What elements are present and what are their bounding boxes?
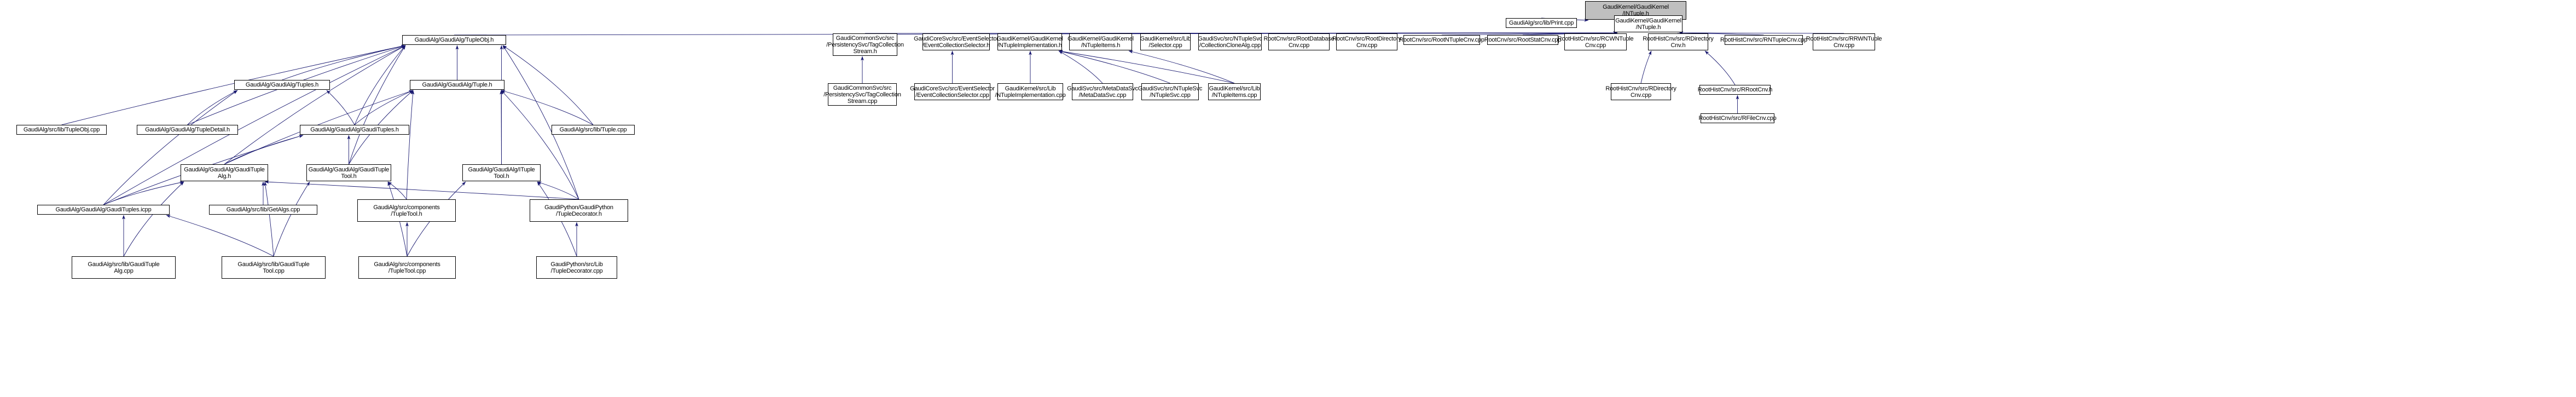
graph-node[interactable]: GaudiCoreSvc/src/EventSelector /EventCol… bbox=[914, 33, 999, 50]
graph-node[interactable]: GaudiAlg/src/components /TupleTool.cpp bbox=[358, 256, 456, 279]
graph-node[interactable]: GaudiAlg/GaudiAlg/GaudiTuples.h bbox=[300, 125, 409, 135]
graph-edge bbox=[1640, 50, 1652, 84]
graph-edge bbox=[354, 90, 414, 125]
graph-edge bbox=[326, 90, 355, 125]
graph-node[interactable]: GaudiAlg/src/lib/GaudiTuple Alg.cpp bbox=[72, 256, 176, 279]
graph-node[interactable]: GaudiCommonSvc/src /PersistencySvc/TagCo… bbox=[823, 83, 901, 106]
graph-node[interactable]: GaudiAlg/GaudiAlg/TupleObj.h bbox=[402, 35, 506, 45]
graph-edge bbox=[103, 181, 184, 205]
graph-edge bbox=[264, 181, 274, 257]
graph-node[interactable]: GaudiPython/src/Lib /TupleDecorator.cpp bbox=[536, 256, 617, 279]
graph-edge bbox=[187, 90, 238, 125]
graph-node[interactable]: GaudiSvc/src/NTupleSvc /NTupleSvc.cpp bbox=[1138, 83, 1202, 100]
graph-edge bbox=[1704, 50, 1736, 85]
graph-node[interactable]: RootHistCnv/src/RNTupleCnv.cpp bbox=[1720, 35, 1807, 45]
graph-edge bbox=[537, 181, 579, 200]
graph-edge bbox=[224, 135, 304, 165]
graph-node[interactable]: GaudiAlg/src/lib/Tuple.cpp bbox=[552, 125, 635, 135]
graph-edge bbox=[349, 45, 406, 165]
graph-node[interactable]: RootHistCnv/src/RDirectory Cnv.cpp bbox=[1605, 83, 1676, 100]
graph-edge bbox=[1058, 50, 1170, 84]
graph-edge bbox=[387, 181, 407, 200]
graph-node[interactable]: GaudiAlg/GaudiAlg/GaudiTuple Alg.h bbox=[181, 164, 268, 181]
graph-node[interactable]: GaudiKernel/GaudiKernel /NTupleImplement… bbox=[997, 33, 1063, 50]
graph-node[interactable]: RootHistCnv/src/RRWNTuple Cnv.cpp bbox=[1806, 33, 1882, 50]
graph-node[interactable]: RootCnv/src/RootStatCnv.cpp bbox=[1484, 35, 1561, 45]
graph-node[interactable]: GaudiKernel/src/Lib /NTupleItems.cpp bbox=[1208, 83, 1261, 100]
graph-node[interactable]: GaudiAlg/src/lib/TupleObj.cpp bbox=[16, 125, 107, 135]
graph-node[interactable]: GaudiCommonSvc/src /PersistencySvc/TagCo… bbox=[826, 33, 904, 56]
graph-node[interactable]: RootHistCnv/src/RCWNTuple Cnv.cpp bbox=[1558, 33, 1634, 50]
graph-node[interactable]: GaudiAlg/src/lib/GetAlgs.cpp bbox=[209, 205, 317, 215]
graph-node[interactable]: GaudiKernel/GaudiKernel /NTupleItems.h bbox=[1067, 33, 1134, 50]
graph-edge bbox=[501, 90, 594, 125]
graph-edge bbox=[264, 180, 579, 200]
graph-edge bbox=[501, 90, 579, 200]
graph-node[interactable]: RootHistCnv/src/RDirectory Cnv.h bbox=[1643, 33, 1714, 50]
graph-node[interactable]: GaudiSvc/src/NTupleSvc /CollectionCloneA… bbox=[1198, 33, 1262, 50]
graph-node[interactable]: GaudiAlg/GaudiAlg/Tuple.h bbox=[410, 80, 504, 90]
graph-node[interactable]: GaudiAlg/src/components /TupleTool.h bbox=[357, 199, 456, 222]
graph-node[interactable]: GaudiCoreSvc/src/EventSelector /EventCol… bbox=[910, 83, 995, 100]
graph-edge bbox=[1128, 50, 1235, 84]
graph-node[interactable]: RootCnv/src/RootDirectory Cnv.cpp bbox=[1332, 33, 1401, 50]
graph-edge bbox=[406, 90, 415, 200]
graph-node[interactable]: GaudiKernel/src/Lib /Selector.cpp bbox=[1140, 33, 1191, 50]
graph-node[interactable]: GaudiAlg/src/lib/GaudiTuple Tool.cpp bbox=[222, 256, 326, 279]
graph-node[interactable]: GaudiKernel/src/Lib /NTupleImplementatio… bbox=[995, 83, 1066, 100]
graph-node[interactable]: GaudiSvc/src/MetaDataSvc /MetaDataSvc.cp… bbox=[1067, 83, 1138, 100]
graph-edge bbox=[224, 45, 406, 165]
graph-edge bbox=[1058, 50, 1235, 84]
graph-node[interactable]: RootCnv/src/RootDatabase Cnv.cpp bbox=[1263, 33, 1335, 50]
graph-edge bbox=[282, 44, 406, 80]
graph-node[interactable]: GaudiAlg/src/lib/Print.cpp bbox=[1506, 18, 1577, 28]
graph-node[interactable]: GaudiAlg/GaudiAlg/Tuples.h bbox=[234, 80, 330, 90]
graph-edge bbox=[123, 181, 184, 257]
graph-edge bbox=[166, 215, 274, 257]
graph-edge bbox=[500, 90, 503, 165]
graph-node[interactable]: GaudiAlg/GaudiAlg/TupleDetail.h bbox=[137, 125, 238, 135]
graph-node[interactable]: RootHistCnv/src/RFileCnv.cpp bbox=[1698, 113, 1777, 123]
graph-edge bbox=[61, 44, 406, 125]
graph-node[interactable]: GaudiKernel/GaudiKernel /NTuple.h bbox=[1614, 15, 1682, 32]
graph-node[interactable]: RootHistCnv/src/RRootCnv.h bbox=[1698, 85, 1772, 95]
graph-edge bbox=[1058, 50, 1103, 84]
graph-edge bbox=[354, 45, 406, 125]
graph-node[interactable]: GaudiAlg/GaudiAlg/ITuple Tool.h bbox=[462, 164, 541, 181]
graph-edge bbox=[103, 90, 238, 205]
graph-edge bbox=[273, 181, 310, 257]
graph-node[interactable]: RootCnv/src/RootNTupleCnv.cpp bbox=[1399, 35, 1484, 45]
graph-node[interactable]: GaudiPython/GaudiPython /TupleDecorator.… bbox=[530, 199, 628, 222]
graph-node[interactable]: GaudiAlg/GaudiAlg/GaudiTuple Tool.h bbox=[306, 164, 391, 181]
graph-node[interactable]: GaudiAlg/GaudiAlg/GaudiTuples.icpp bbox=[37, 205, 170, 215]
graph-edge bbox=[502, 45, 594, 125]
